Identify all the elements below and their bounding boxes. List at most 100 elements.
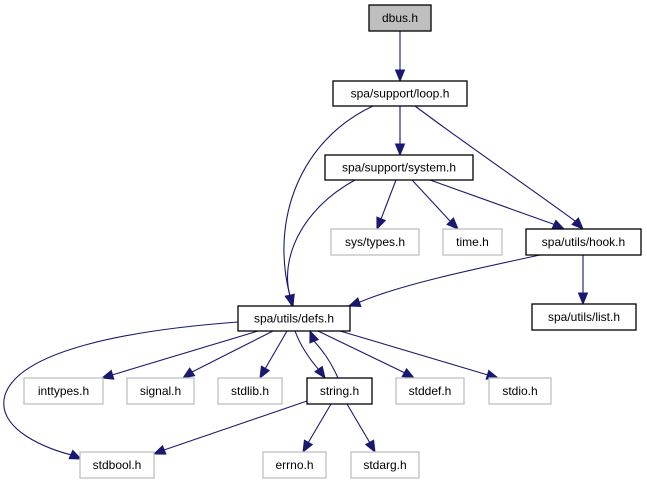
edge-defs-to-stddef bbox=[317, 330, 416, 379]
edge-defs-to-stdio bbox=[339, 330, 500, 380]
node-defs[interactable]: spa/utils/defs.h bbox=[237, 305, 351, 332]
arrowhead-icon bbox=[394, 69, 406, 83]
node-hook[interactable]: spa/utils/hook.h bbox=[525, 228, 642, 256]
arrowhead-icon bbox=[302, 439, 314, 454]
node-label: stdio.h bbox=[502, 384, 537, 398]
edge-line bbox=[359, 254, 541, 303]
node-box bbox=[237, 305, 351, 332]
arrowhead-icon bbox=[364, 439, 376, 454]
node-errno: errno.h bbox=[262, 451, 327, 479]
arrowhead-icon bbox=[152, 444, 167, 455]
edge-line bbox=[283, 105, 374, 297]
node-label: spa/utils/list.h bbox=[548, 310, 620, 324]
node-string[interactable]: string.h bbox=[306, 377, 373, 405]
edge-line bbox=[380, 179, 397, 220]
edge-defs-to-stdlib bbox=[259, 330, 288, 380]
edge-string-to-stdbool bbox=[152, 400, 308, 455]
edge-defs-to-signal bbox=[181, 330, 274, 379]
node-label: time.h bbox=[456, 235, 489, 249]
edge-defs-to-stdbool bbox=[3, 321, 239, 460]
node-label: spa/support/loop.h bbox=[351, 87, 450, 101]
edge-string-to-stdarg bbox=[346, 403, 376, 454]
node-box bbox=[395, 377, 465, 405]
edge-line bbox=[264, 330, 288, 370]
node-label: stdarg.h bbox=[363, 458, 406, 472]
node-box bbox=[217, 377, 283, 405]
node-label: stdbool.h bbox=[93, 458, 142, 472]
arrowhead-icon bbox=[376, 216, 387, 231]
edge-line bbox=[414, 105, 576, 222]
edge-hook-to-list bbox=[577, 255, 589, 306]
node-box bbox=[350, 451, 420, 479]
node-box bbox=[442, 228, 503, 256]
node-box bbox=[324, 154, 474, 181]
node-stddef: stddef.h bbox=[395, 377, 465, 405]
arrowhead-icon bbox=[314, 365, 326, 380]
edge-loop-to-system bbox=[394, 106, 406, 157]
node-box bbox=[332, 80, 468, 107]
arrowhead-icon bbox=[401, 367, 416, 379]
node-label: spa/utils/hook.h bbox=[542, 235, 625, 249]
node-inttypes: inttypes.h bbox=[23, 377, 104, 405]
edge-system-to-time bbox=[411, 179, 459, 230]
node-label: inttypes.h bbox=[38, 384, 89, 398]
edge-line bbox=[339, 330, 489, 376]
node-label: dbus.h bbox=[382, 11, 418, 25]
node-box bbox=[525, 228, 642, 256]
node-label: stddef.h bbox=[409, 384, 452, 398]
edge-line bbox=[411, 179, 451, 222]
edge-line bbox=[286, 179, 356, 297]
node-stdbool: stdbool.h bbox=[79, 451, 155, 479]
node-box bbox=[262, 451, 327, 479]
node-box bbox=[531, 303, 637, 331]
arrowhead-icon bbox=[446, 217, 459, 230]
edge-hook-to-defs bbox=[347, 254, 541, 307]
node-stdlib: stdlib.h bbox=[217, 377, 283, 405]
edge-defs-to-inttypes bbox=[100, 330, 259, 380]
edge-line bbox=[111, 330, 259, 376]
edge-line bbox=[191, 330, 274, 373]
node-system[interactable]: spa/support/system.h bbox=[324, 154, 474, 181]
edge-line bbox=[307, 403, 332, 444]
edge-line bbox=[429, 179, 555, 225]
arrowhead-icon bbox=[100, 369, 115, 380]
node-stdio: stdio.h bbox=[488, 377, 552, 405]
arrowhead-icon bbox=[577, 292, 589, 306]
node-box bbox=[488, 377, 552, 405]
node-stdarg: stdarg.h bbox=[350, 451, 420, 479]
edges-layer bbox=[3, 31, 589, 460]
node-label: spa/utils/defs.h bbox=[254, 312, 334, 326]
node-dbus[interactable]: dbus.h bbox=[368, 4, 432, 32]
edge-system-to-defs bbox=[284, 179, 356, 308]
node-label: signal.h bbox=[140, 384, 181, 398]
node-box bbox=[330, 228, 420, 256]
node-loop[interactable]: spa/support/loop.h bbox=[332, 80, 468, 107]
edge-line bbox=[3, 321, 239, 456]
arrowhead-icon bbox=[394, 143, 406, 157]
node-label: spa/support/system.h bbox=[342, 161, 456, 175]
node-label: string.h bbox=[320, 384, 359, 398]
edge-line bbox=[163, 400, 308, 451]
edge-string-to-errno bbox=[302, 403, 332, 454]
arrowhead-icon bbox=[347, 297, 362, 307]
node-label: sys/types.h bbox=[345, 235, 405, 249]
node-label: errno.h bbox=[275, 458, 313, 472]
node-box bbox=[306, 377, 373, 405]
node-signal: signal.h bbox=[126, 377, 195, 405]
node-systypes: sys/types.h bbox=[330, 228, 420, 256]
arrowhead-icon bbox=[181, 367, 196, 379]
nodes-layer: dbus.h spa/support/loop.h spa/support/syst… bbox=[23, 4, 642, 479]
arrowhead-icon bbox=[284, 293, 295, 308]
node-box bbox=[23, 377, 104, 405]
edge-line bbox=[346, 403, 371, 444]
arrowhead-icon bbox=[309, 329, 320, 344]
node-box bbox=[126, 377, 195, 405]
arrowhead-icon bbox=[68, 449, 83, 460]
edge-dbus-to-loop bbox=[394, 31, 406, 83]
node-list[interactable]: spa/utils/list.h bbox=[531, 303, 637, 331]
arrowhead-icon bbox=[259, 365, 271, 380]
edge-system-to-systypes bbox=[376, 179, 397, 231]
edge-defs-to-string bbox=[294, 330, 326, 380]
node-box bbox=[368, 4, 432, 32]
